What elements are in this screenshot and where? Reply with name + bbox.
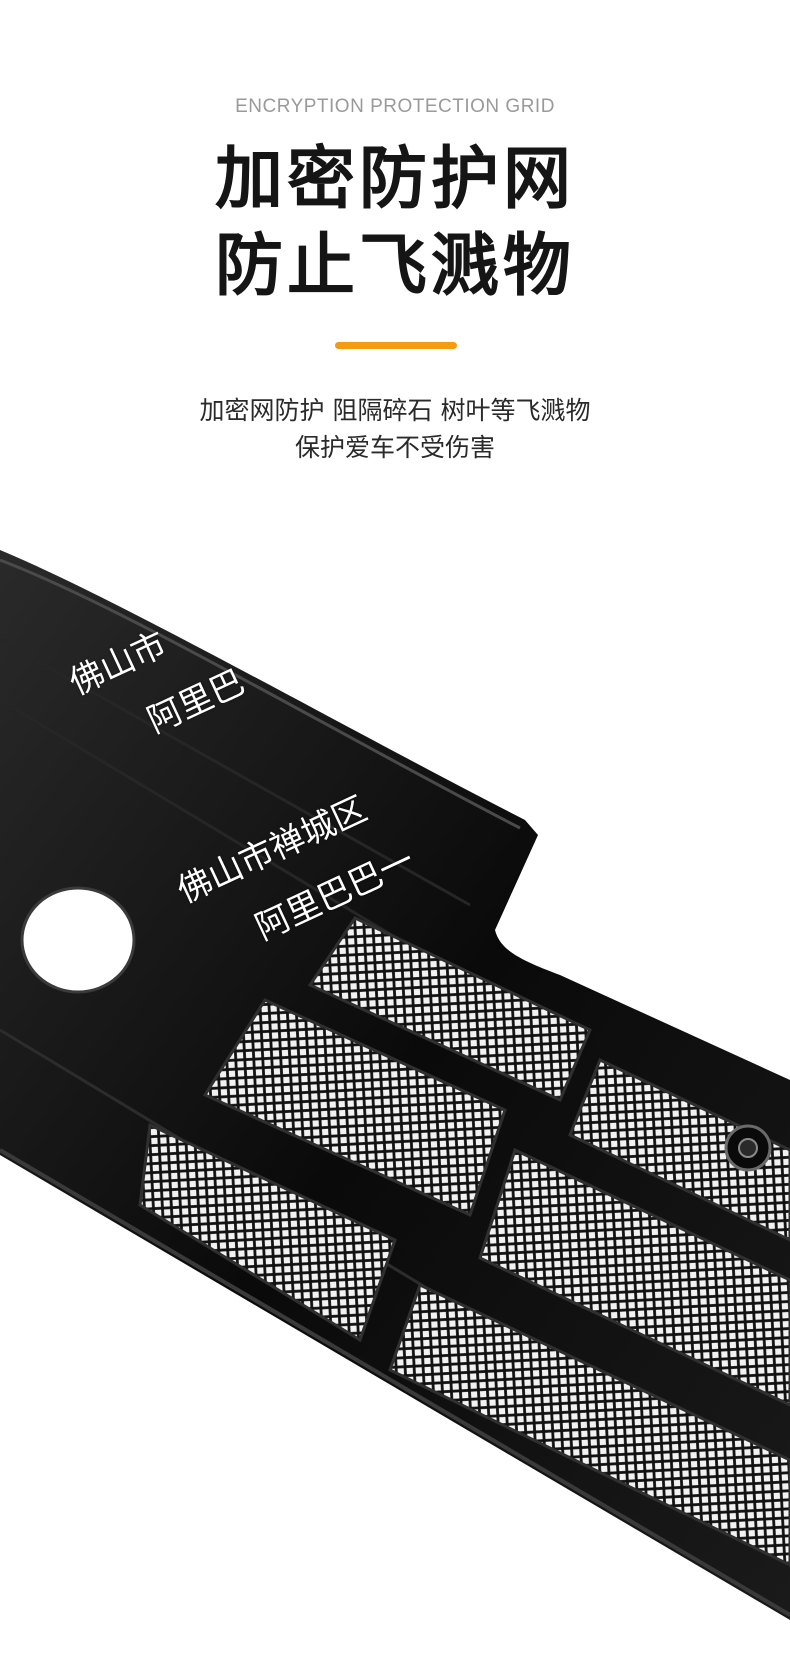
- grille-panel-image: [0, 550, 790, 1620]
- headline-line-1: 加密防护网: [214, 140, 575, 219]
- mount-hole: [20, 886, 136, 994]
- description-line-1: 加密网防护 阻隔碎石 树叶等飞溅物: [199, 396, 591, 425]
- accent-bar: [335, 342, 457, 349]
- eyebrow-text: ENCRYPTION PROTECTION GRID: [235, 96, 555, 117]
- headline-line-2: 防止飞溅物: [214, 227, 575, 306]
- description-line-2: 保护爱车不受伤害: [294, 433, 495, 462]
- mesh-panels: [138, 916, 790, 1567]
